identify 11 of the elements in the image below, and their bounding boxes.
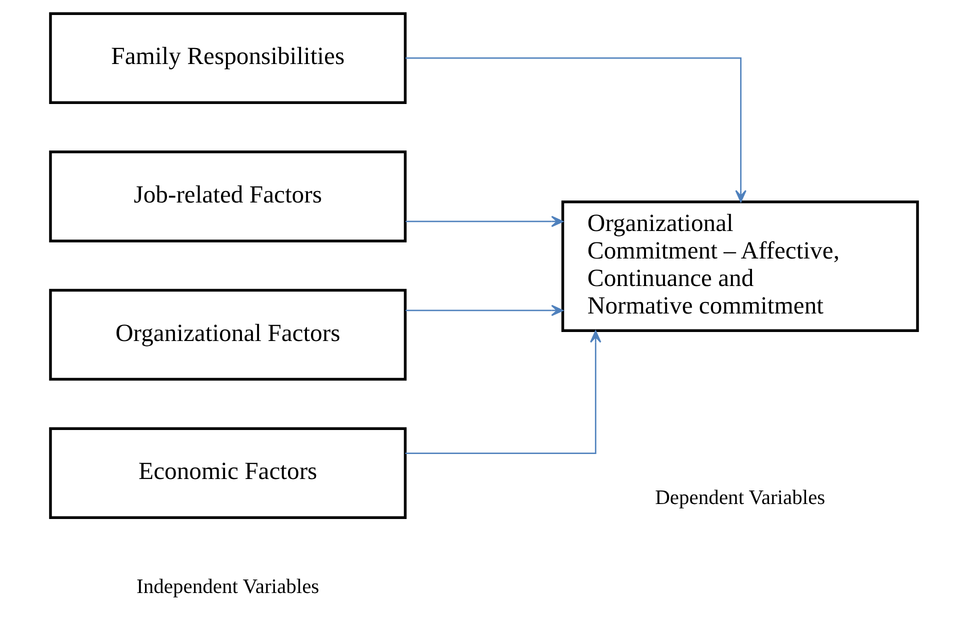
node-box: Family Responsibilities: [49, 12, 407, 104]
arrow: [406, 216, 564, 228]
node-box: Job-related Factors: [49, 150, 407, 242]
node-box: Economic Factors: [49, 427, 407, 520]
label: Dependent Variables: [655, 486, 826, 509]
arrow: [405, 57, 746, 202]
label: Independent Variables: [136, 576, 320, 598]
arrow: [406, 304, 564, 316]
arrow: [405, 330, 602, 454]
node-box: Organizational Factors: [49, 288, 407, 381]
node-box: Organizational Commitment – Affective, Continuance and Normative commitment: [561, 200, 919, 332]
